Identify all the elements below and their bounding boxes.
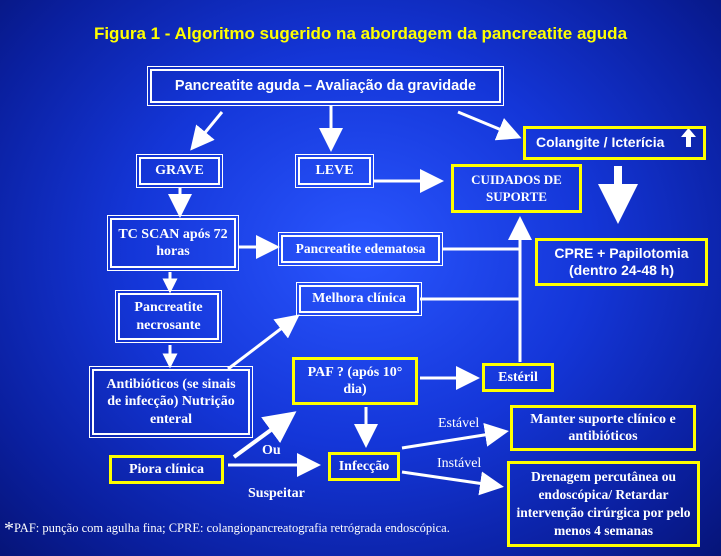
node-colangite: Colangite / Icterícia (523, 126, 706, 160)
node-antibioticos: Antibióticos (se sinais de infecção) Nut… (89, 366, 253, 438)
node-paf: PAF ? (após 10° dia) (292, 357, 418, 405)
arrow-start-to-colangite (457, 110, 522, 141)
arrow-infeccao-to-manter (401, 422, 509, 450)
node-esteril: Estéril (482, 363, 554, 392)
node-manter: Manter suporte clínico e antibióticos (510, 405, 696, 451)
footnote: *PAF: punção com agulha fina; CPRE: cola… (4, 518, 450, 540)
up-arrow-icon (681, 128, 696, 147)
edge-label-estavel: Estável (438, 416, 480, 431)
figure-title: Figura 1 - Algoritmo sugerido na abordag… (93, 24, 628, 43)
arrow-infeccao-to-drenagem (401, 470, 504, 496)
node-melhora: Melhora clínica (296, 282, 422, 316)
arrow-antibioticos-to-melhora (227, 314, 300, 371)
node-edematosa: Pancreatite edematosa (278, 232, 443, 266)
asterisk-icon: * (4, 518, 14, 540)
node-leve: LEVE (295, 154, 374, 188)
node-cuidados: CUIDADOS DE SUPORTE (451, 164, 582, 213)
node-start: Pancreatite aguda – Avaliação da gravida… (147, 66, 504, 106)
node-infeccao: Infecção (328, 452, 400, 481)
node-necrosante: Pancreatite necrosante (115, 290, 222, 343)
node-grave: GRAVE (136, 154, 223, 188)
node-piora: Piora clínica (109, 455, 224, 484)
node-drenagem: Drenagem percutânea ou endoscópica/ Reta… (507, 461, 700, 547)
arrow-start-to-grave (190, 111, 224, 151)
edge-label-instavel: Instável (437, 456, 482, 471)
arrow-piora-to-paf (232, 411, 297, 459)
node-cpre: CPRE + Papilotomia (dentro 24-48 h) (535, 238, 708, 286)
edge-label-ou: Ou (262, 443, 281, 458)
node-tc-scan: TC SCAN após 72 horas (107, 215, 239, 271)
edge-label-suspeitar: Suspeitar (248, 486, 305, 501)
